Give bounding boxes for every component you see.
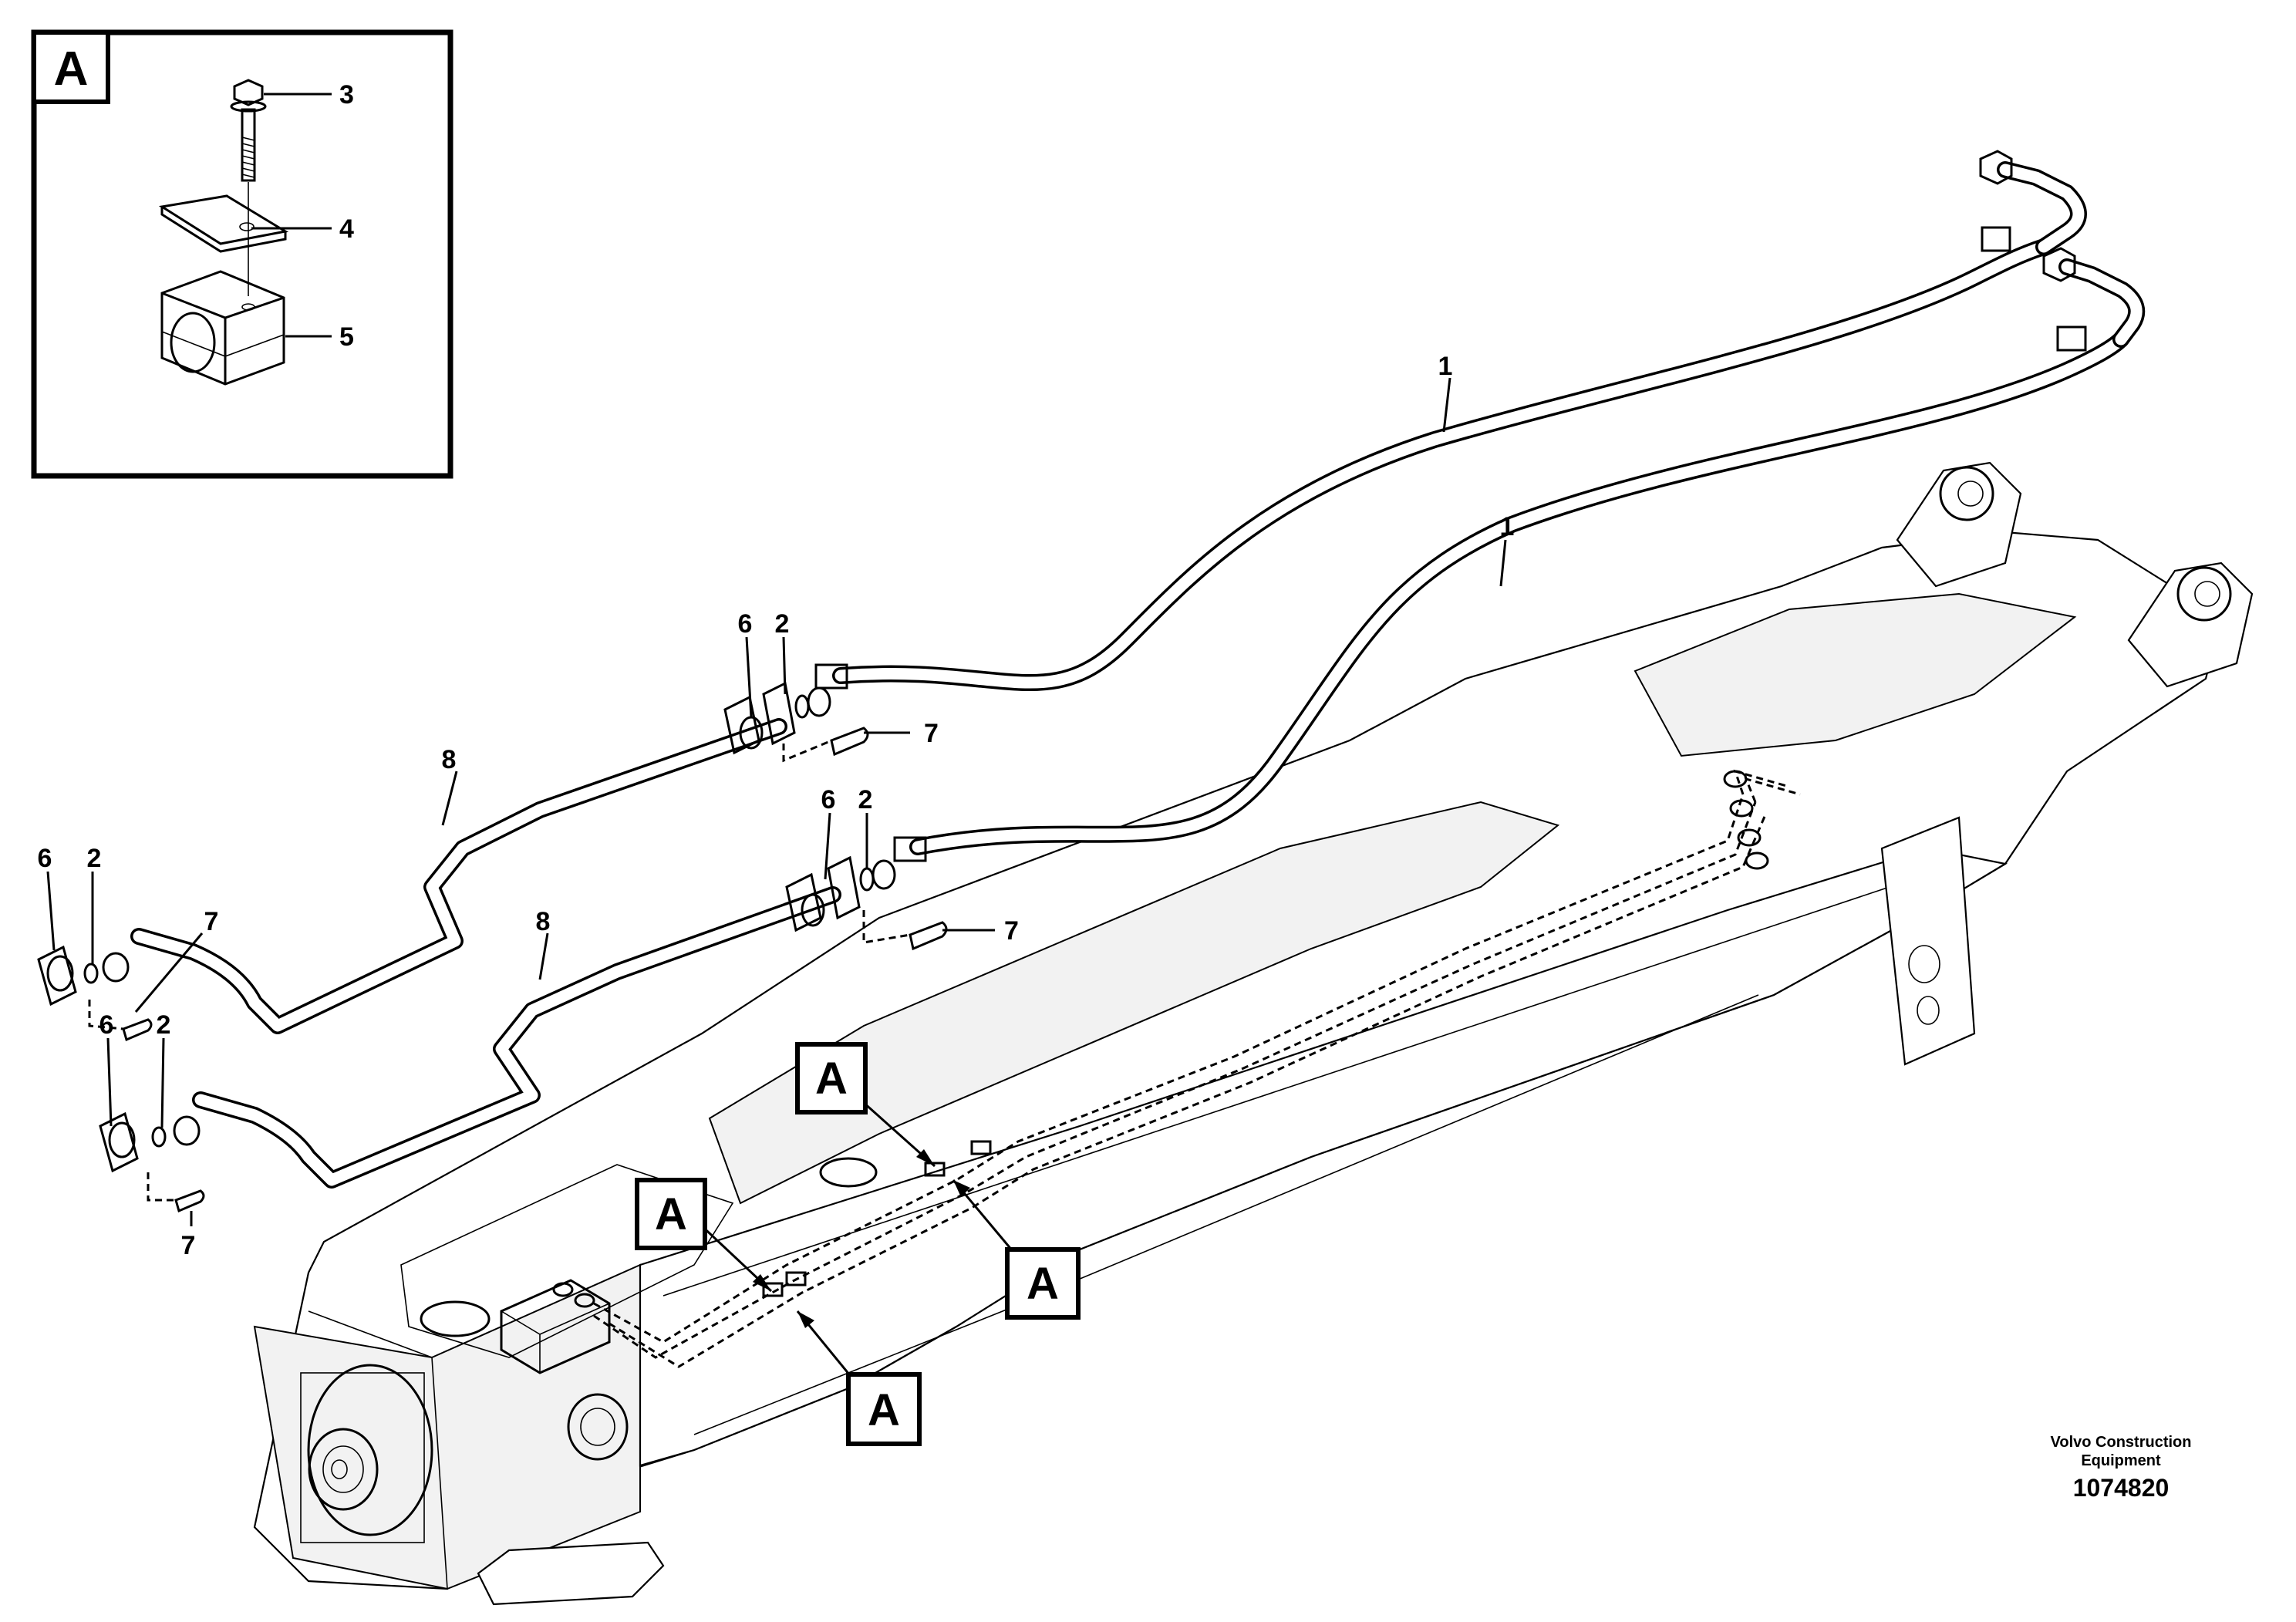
callout-screw-a: 7 [924, 719, 939, 748]
flange-set-lower-end [99, 1111, 205, 1213]
pipe-lower [192, 886, 841, 1189]
flange-set-upper-end [37, 945, 153, 1042]
frame-opening-rear [1633, 592, 2077, 757]
brand-line-2: Equipment [2081, 1452, 2161, 1469]
detail-frame [31, 29, 453, 479]
frame-opening-front [708, 801, 1560, 1205]
callout-washer-c: 2 [87, 844, 102, 873]
callout-screw-b: 7 [1004, 916, 1019, 946]
callout-pipe-lower: 8 [536, 907, 551, 936]
svg-text:A: A [1027, 1259, 1059, 1309]
callout-hose-upper: 1 [1438, 352, 1453, 381]
rear-mount-left [1896, 461, 2022, 588]
axle-hub [307, 1364, 433, 1536]
callout-pipe-upper: 8 [442, 745, 457, 774]
clamp-block-part [160, 270, 285, 386]
detail-tag-lower: A [796, 1310, 922, 1446]
rear-mount-right [2127, 561, 2254, 688]
document-number: 1074820 [2073, 1474, 2170, 1502]
callout-flange-c: 6 [38, 844, 52, 873]
hose-lower [893, 247, 2146, 862]
machine-frame [253, 461, 2254, 1606]
callout-4: 4 [339, 214, 354, 244]
hose-upper [814, 150, 2087, 692]
detail-tag-left: A [635, 1178, 773, 1293]
detail-tag-upper: A [795, 1042, 936, 1168]
callout-washer-d: 2 [157, 1010, 171, 1040]
detail-tag-right: A [952, 1179, 1081, 1320]
detail-letter-box [32, 30, 110, 104]
bolt-part [230, 79, 267, 182]
rear-couplings [1723, 770, 1769, 870]
callout-5: 5 [339, 322, 354, 352]
svg-text:A: A [815, 1054, 848, 1104]
svg-text:A: A [655, 1189, 687, 1239]
brand-line-1: Volvo Construction [2051, 1434, 2192, 1451]
valve-block [500, 1279, 611, 1374]
callout-3: 3 [339, 80, 354, 110]
callout-flange-a: 6 [738, 609, 753, 639]
pipe-upper [130, 718, 787, 1034]
callout-washer-b: 2 [858, 785, 873, 814]
callout-screw-c: 7 [204, 907, 219, 936]
callout-flange-b: 6 [821, 785, 836, 814]
detail-letter: A [54, 42, 89, 96]
callout-flange-d: 6 [99, 1010, 114, 1040]
svg-text:A: A [868, 1385, 900, 1435]
clamp-plate-part [158, 194, 289, 253]
callout-hose-lower: 1 [1500, 512, 1515, 541]
callout-washer-a: 2 [775, 609, 790, 639]
callout-screw-d: 7 [181, 1231, 196, 1260]
flange-set-lower-mid [785, 855, 948, 951]
detail-view-a: A 3 4 5 [31, 29, 453, 479]
